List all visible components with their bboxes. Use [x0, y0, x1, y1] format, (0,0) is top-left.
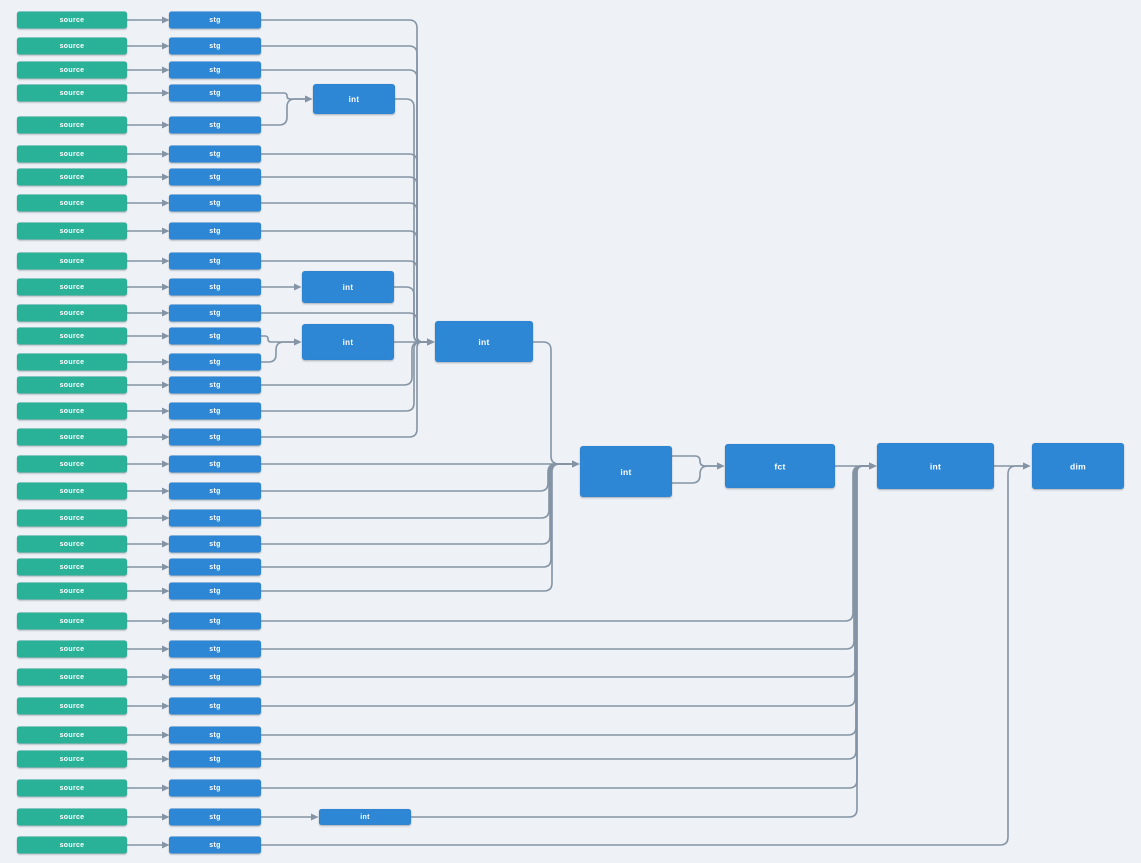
source-node-16[interactable]: source: [16, 402, 128, 420]
stg-node-4[interactable]: stg: [168, 84, 262, 102]
stg-node-31[interactable]: stg: [168, 808, 262, 826]
source-node-25[interactable]: source: [16, 640, 128, 658]
source-node-3[interactable]: source: [16, 61, 128, 79]
stg-node-2[interactable]: stg: [168, 37, 262, 55]
stg-node-11[interactable]: stg: [168, 278, 262, 296]
stg-node-21[interactable]: stg: [168, 535, 262, 553]
node-dim[interactable]: dim: [1031, 442, 1125, 490]
edge-stg-17-int-e: [261, 338, 435, 438]
edge-stg-23-int-f: [261, 460, 580, 592]
source-node-23[interactable]: source: [16, 582, 128, 600]
stg-node-9[interactable]: stg: [168, 222, 262, 240]
stg-node-8[interactable]: stg: [168, 194, 262, 212]
source-node-24[interactable]: source: [16, 612, 128, 630]
stg-node-6[interactable]: stg: [168, 145, 262, 163]
source-node-2[interactable]: source: [16, 37, 128, 55]
edge-int-f-fct: [672, 455, 725, 470]
source-node-9[interactable]: source: [16, 222, 128, 240]
edge-int-a-int-e: [395, 98, 435, 346]
source-node-18[interactable]: source: [16, 455, 128, 473]
source-node-21[interactable]: source: [16, 535, 128, 553]
edge-stg-29-int-g: [261, 462, 877, 760]
source-node-8[interactable]: source: [16, 194, 128, 212]
edge-stg-7-int-e: [261, 176, 435, 346]
source-node-30[interactable]: source: [16, 779, 128, 797]
edge-stg-4-int-a: [261, 92, 313, 103]
source-node-13[interactable]: source: [16, 327, 128, 345]
stg-node-26[interactable]: stg: [168, 668, 262, 686]
stg-node-7[interactable]: stg: [168, 168, 262, 186]
stg-node-10[interactable]: stg: [168, 252, 262, 270]
edge-stg-5-int-a: [261, 95, 313, 126]
source-node-12[interactable]: source: [16, 304, 128, 322]
stg-node-23[interactable]: stg: [168, 582, 262, 600]
stg-node-15[interactable]: stg: [168, 376, 262, 394]
edge-stg-14-int-c: [261, 338, 302, 363]
node-int-f[interactable]: int: [579, 445, 673, 498]
edge-int-e-int-f: [533, 341, 580, 468]
stg-node-27[interactable]: stg: [168, 697, 262, 715]
edge-stg-21-int-f: [261, 460, 580, 545]
stg-node-17[interactable]: stg: [168, 428, 262, 446]
edge-layer: [127, 16, 1031, 849]
stg-node-3[interactable]: stg: [168, 61, 262, 79]
stg-node-16[interactable]: stg: [168, 402, 262, 420]
stg-node-14[interactable]: stg: [168, 353, 262, 371]
node-layer: source stg source stg source stg source stg sour…: [16, 11, 1125, 854]
stg-node-13[interactable]: stg: [168, 327, 262, 345]
source-node-29[interactable]: source: [16, 750, 128, 768]
node-int-c[interactable]: int: [301, 323, 395, 361]
edge-stg-32-dim: [261, 462, 1031, 846]
source-node-31[interactable]: source: [16, 808, 128, 826]
source-node-22[interactable]: source: [16, 558, 128, 576]
source-node-1[interactable]: source: [16, 11, 128, 29]
source-node-5[interactable]: source: [16, 116, 128, 134]
source-node-20[interactable]: source: [16, 509, 128, 527]
stg-node-24[interactable]: stg: [168, 612, 262, 630]
source-node-15[interactable]: source: [16, 376, 128, 394]
source-node-4[interactable]: source: [16, 84, 128, 102]
edge-stg-27-int-g: [261, 462, 877, 707]
edge-stg-26-int-g: [261, 462, 877, 678]
source-node-26[interactable]: source: [16, 668, 128, 686]
edge-stg-19-int-f: [261, 460, 580, 492]
stg-node-19[interactable]: stg: [168, 482, 262, 500]
stg-node-25[interactable]: stg: [168, 640, 262, 658]
stg-node-5[interactable]: stg: [168, 116, 262, 134]
edge-stg-16-int-e: [261, 338, 435, 412]
stg-node-20[interactable]: stg: [168, 509, 262, 527]
source-node-28[interactable]: source: [16, 726, 128, 744]
stg-node-22[interactable]: stg: [168, 558, 262, 576]
stg-node-29[interactable]: stg: [168, 750, 262, 768]
source-node-27[interactable]: source: [16, 697, 128, 715]
node-int-g[interactable]: int: [876, 442, 995, 490]
node-fct[interactable]: fct: [724, 443, 836, 489]
source-node-10[interactable]: source: [16, 252, 128, 270]
edge-int-d-int-g: [411, 462, 877, 818]
stg-node-32[interactable]: stg: [168, 836, 262, 854]
source-node-14[interactable]: source: [16, 353, 128, 371]
node-int-e[interactable]: int: [434, 320, 534, 363]
edge-stg-28-int-g: [261, 462, 877, 736]
source-node-11[interactable]: source: [16, 278, 128, 296]
edge-stg-22-int-f: [261, 460, 580, 568]
stg-node-18[interactable]: stg: [168, 455, 262, 473]
stg-node-28[interactable]: stg: [168, 726, 262, 744]
source-node-19[interactable]: source: [16, 482, 128, 500]
edge-int-f-fct: [672, 462, 725, 484]
edge-int-b-int-e: [394, 286, 435, 346]
node-int-b[interactable]: int: [301, 270, 395, 304]
node-int-a[interactable]: int: [312, 83, 396, 115]
edge-stg-13-int-c: [261, 335, 302, 346]
stg-node-30[interactable]: stg: [168, 779, 262, 797]
source-node-7[interactable]: source: [16, 168, 128, 186]
edge-stg-30-int-g: [261, 462, 877, 789]
stg-node-1[interactable]: stg: [168, 11, 262, 29]
source-node-17[interactable]: source: [16, 428, 128, 446]
source-node-6[interactable]: source: [16, 145, 128, 163]
stg-node-12[interactable]: stg: [168, 304, 262, 322]
node-int-d[interactable]: int: [318, 808, 412, 826]
source-node-32[interactable]: source: [16, 836, 128, 854]
